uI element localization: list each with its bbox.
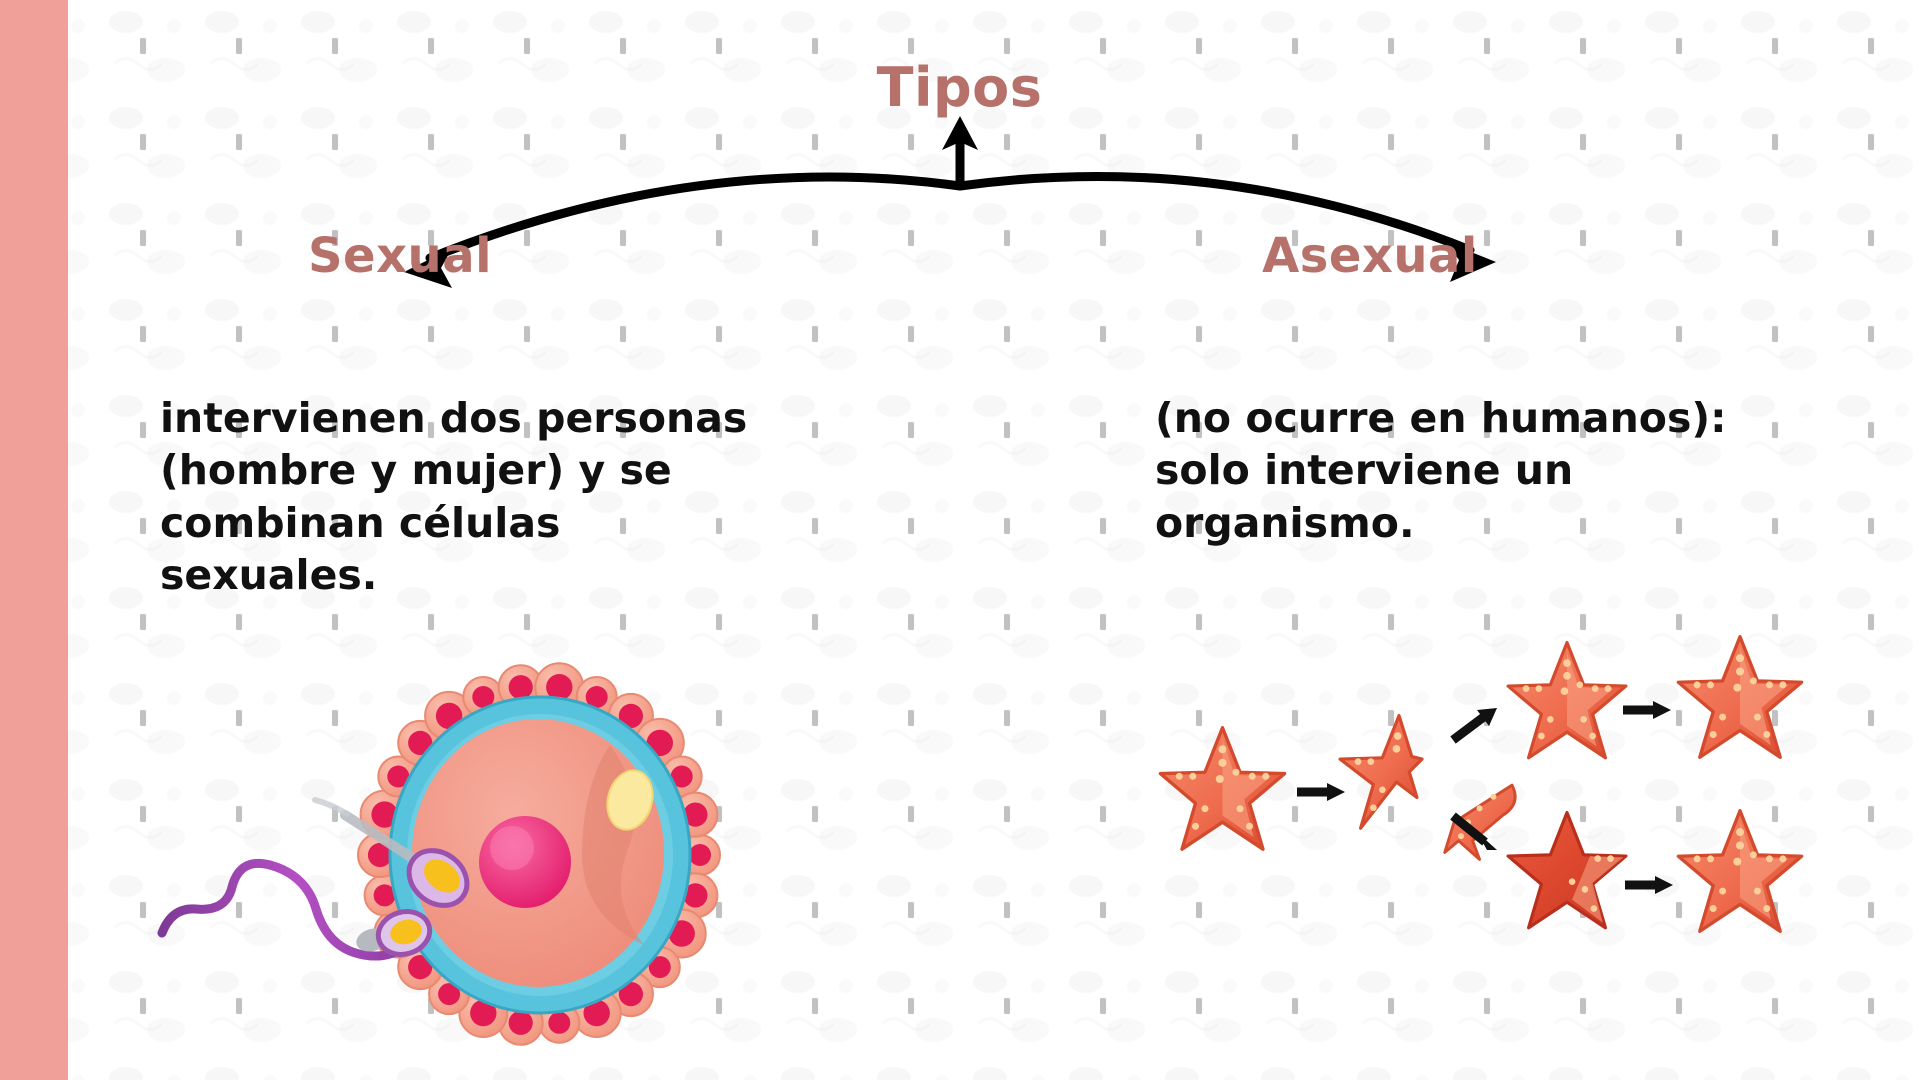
- starfish-original: [1158, 726, 1287, 851]
- arrow-up-right-icon: [1450, 708, 1497, 744]
- starfish-regenerating-bottom: [1506, 810, 1628, 930]
- corona-cell-nucleus: [548, 1011, 571, 1034]
- fertilization-sperm-and-egg-illustration: [157, 662, 721, 1046]
- arrow-up-icon: [942, 116, 978, 188]
- arrow-right-icon: [1297, 783, 1345, 801]
- page-title: Tipos: [876, 56, 1043, 119]
- text-line: sexuales.: [160, 551, 378, 600]
- corona-cell-nucleus: [508, 675, 533, 700]
- branch-label-asexual: Asexual: [1262, 228, 1478, 284]
- branch-description-asexual: (no ocurre en humanos): solo interviene …: [1155, 392, 1837, 549]
- starfish-splitting-body: [1338, 713, 1424, 830]
- starfish-complete-top: [1676, 635, 1804, 759]
- starfish-regeneration-illustration: [1158, 635, 1804, 933]
- arrow-right-icon: [1623, 701, 1671, 719]
- text-line: intervienen dos personas: [160, 394, 748, 442]
- arrow-right-icon: [1625, 876, 1673, 894]
- text-line: combinan células: [160, 498, 561, 547]
- corona-cell-nucleus: [508, 1010, 533, 1035]
- text-line: solo interviene un: [1155, 446, 1574, 495]
- text-line: organismo.: [1155, 498, 1415, 547]
- starfish-regenerating-top: [1506, 640, 1628, 760]
- corona-cell-nucleus: [689, 844, 711, 866]
- text-line: (no ocurre en humanos):: [1155, 394, 1727, 442]
- starfish-complete-bottom: [1676, 809, 1804, 933]
- text-line: (hombre y mujer) y se: [160, 446, 672, 495]
- branch-label-sexual: Sexual: [307, 228, 493, 284]
- left-accent-stripe: [0, 0, 68, 1080]
- branch-description-sexual: intervienen dos personas (hombre y mujer…: [160, 392, 848, 602]
